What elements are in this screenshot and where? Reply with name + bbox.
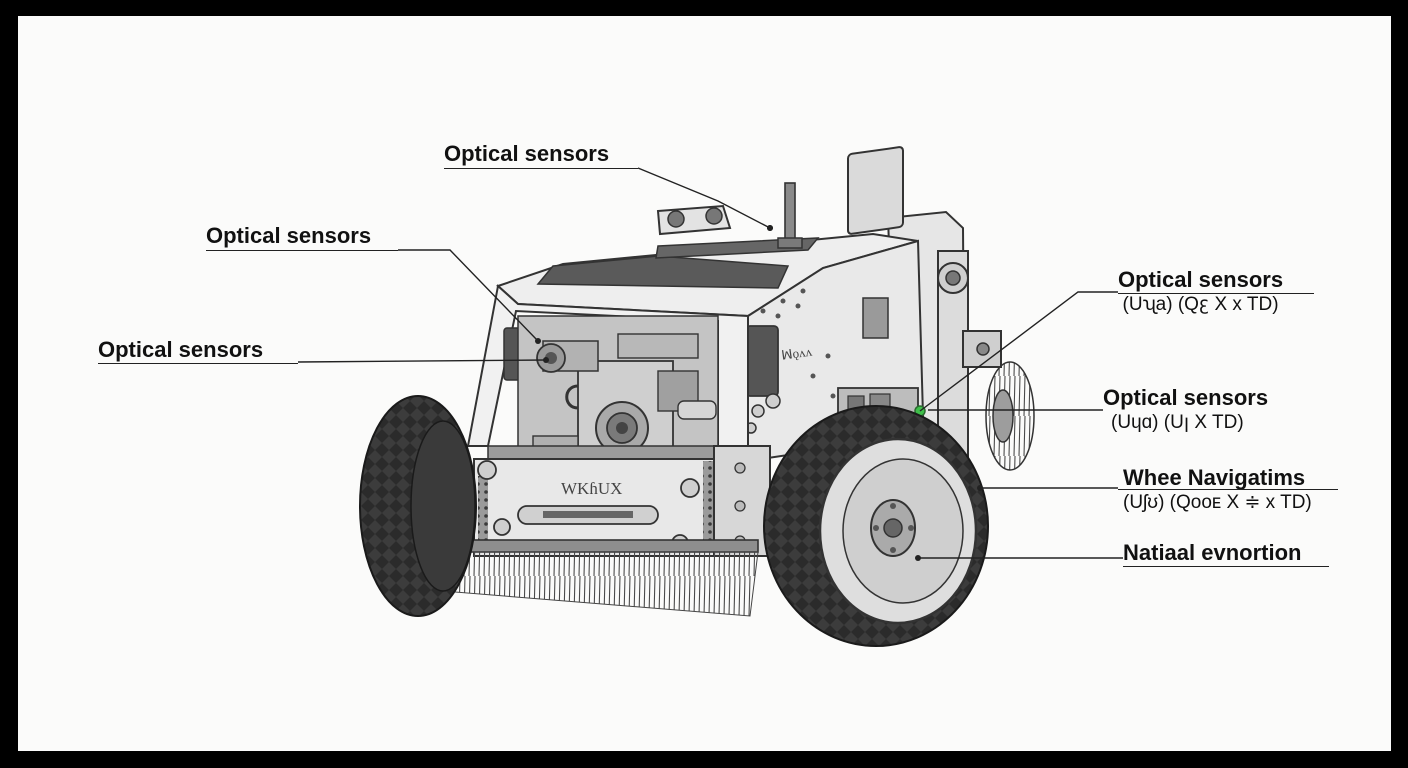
callout-left-upper: Optical sensors: [206, 223, 371, 249]
callout-top-underline: [444, 168, 638, 169]
front-bumper: WKɦUX: [457, 445, 771, 557]
leader-left-upper: [398, 249, 539, 342]
callout-left-upper-title: Optical sensors: [206, 223, 372, 248]
callout-left-lower-title: Optical sensors: [98, 337, 264, 362]
callout-right-3-title: Whee Navigatims: [1123, 465, 1306, 490]
leader-dots: [535, 225, 983, 561]
callout-right-4-title: Natiaal evnortion: [1123, 540, 1302, 565]
callout-right-1-underline: [1118, 293, 1314, 294]
callout-right-1-subtitle: (Uʯa) (Qꜫ X x TD): [1122, 294, 1279, 315]
leader-lines: [297, 167, 1123, 559]
callout-top: Optical sensors: [444, 141, 609, 167]
callout-right-3-underline: [1118, 489, 1338, 490]
callout-left-upper-underline: [206, 250, 398, 251]
callout-right-2-title: Optical sensors: [1103, 385, 1269, 410]
callout-top-title: Optical sensors: [444, 141, 610, 166]
callout-right-2-subtitle: (Uɥɑ) (Uꞁ X TD): [1111, 412, 1244, 433]
callout-right-2: Optical sensors (Uɥɑ) (Uꞁ X TD): [1103, 385, 1268, 435]
leader-right-1: [919, 291, 1118, 412]
top-sensor-mount: [656, 204, 732, 236]
bumper-marking: WKɦUX: [561, 479, 622, 498]
callout-right-4: Natiaal evnortion: [1123, 540, 1301, 566]
body-marking: ꟽ︎ǫʌʌ: [780, 343, 813, 362]
robot-illustration: ꟽ︎ǫʌʌ: [297, 146, 1123, 647]
leader-left-lower: [297, 359, 547, 363]
callout-right-1: Optical sensors (Uʯa) (Qꜫ X x TD): [1118, 267, 1283, 317]
right-wheel: [763, 405, 989, 647]
callout-right-3-subtitle: (Uʃʊ) (Qᴏᴏᴇ X ≑ x TD): [1123, 492, 1312, 513]
front-brush: [429, 551, 759, 617]
left-wheel: [359, 395, 477, 617]
callout-right-1-title: Optical sensors: [1118, 267, 1284, 292]
callout-left-lower: Optical sensors: [98, 337, 263, 363]
side-brush: [985, 361, 1035, 471]
callout-right-3: Whee Navigatims (Uʃʊ) (Qᴏᴏᴇ X ≑ x TD): [1123, 465, 1312, 515]
callout-left-lower-underline: [98, 363, 298, 364]
robot-roof: [496, 182, 919, 318]
diagram-frame: ꟽ︎ǫʌʌ: [18, 16, 1391, 751]
leader-top: [637, 167, 771, 229]
callout-right-4-underline: [1123, 566, 1329, 567]
robot-internals: [487, 315, 729, 467]
